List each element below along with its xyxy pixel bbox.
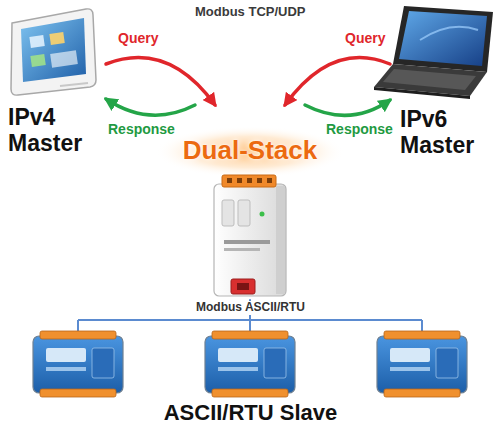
illustration-part (238, 200, 250, 226)
illustration-part (214, 184, 286, 296)
slave-group: ASCII/RTU Slave (20, 325, 481, 432)
illustration-part (30, 54, 45, 67)
slave-module (205, 331, 295, 397)
protocol-label: Modbus TCP/UDP (195, 5, 306, 20)
illustration-part (29, 35, 44, 48)
illustration-part (390, 348, 430, 362)
illustration-part (377, 336, 467, 393)
illustration-part (247, 178, 252, 183)
illustration-part (224, 248, 260, 251)
illustration-part (40, 331, 116, 339)
slave-module (33, 331, 123, 397)
edge-label: Query (118, 30, 158, 46)
illustration-part (33, 336, 123, 393)
illustration-part (218, 348, 258, 362)
illustration-part (436, 348, 458, 378)
illustration-part (264, 348, 286, 378)
illustration-part (260, 212, 265, 217)
laptop-icon (374, 6, 493, 99)
node-label: IPv6 Master (400, 106, 494, 159)
query-arrow (106, 58, 215, 105)
illustration-part (205, 336, 295, 393)
illustration-part (46, 367, 86, 371)
illustration-part (267, 178, 272, 183)
node-label: ASCII/RTU Slave (22, 400, 479, 425)
illustration-part (231, 279, 255, 294)
illustration-part (40, 389, 116, 397)
illustration-part (92, 348, 114, 378)
response-arrow (305, 100, 390, 115)
illustration-part (212, 389, 288, 397)
query-arrow (285, 58, 390, 105)
illustration-part (11, 9, 96, 95)
illustration-part (420, 27, 478, 40)
illustration-part (374, 87, 470, 99)
illustration-part (257, 178, 262, 183)
illustration-part (276, 186, 285, 294)
illustration-part (46, 348, 86, 362)
illustration-part (224, 240, 270, 244)
illustration-part (21, 18, 86, 82)
edge-label: Response (326, 121, 393, 137)
touch-panel-icon (11, 9, 96, 95)
master-device: IPv4 Master (4, 4, 106, 168)
illustration-part (227, 178, 232, 183)
illustration-part (421, 320, 423, 332)
illustration-part (384, 389, 460, 397)
illustration-part (399, 11, 487, 66)
gateway-device (214, 175, 286, 296)
response-arrow (106, 99, 195, 115)
node-label: Dual-Stack (172, 136, 328, 166)
illustration-part (390, 367, 430, 371)
illustration-part (50, 50, 78, 67)
gateway-node: Dual-Stack (170, 105, 330, 300)
illustration-part (393, 6, 493, 72)
illustration-part (222, 200, 234, 226)
edge-label: Modbus ASCII/RTU (193, 301, 308, 315)
illustration-part (383, 69, 476, 90)
illustration-part (384, 331, 460, 339)
illustration-part (222, 175, 276, 187)
illustration-part (212, 331, 288, 339)
edge-label: Query (345, 30, 385, 46)
master-device: IPv6 Master (390, 4, 496, 168)
illustration-part (49, 32, 64, 45)
orange-glow (155, 126, 345, 178)
illustration-part (60, 83, 88, 86)
illustration-part (218, 367, 258, 371)
node-label: IPv4 Master (8, 104, 104, 157)
slave-module (377, 331, 467, 397)
illustration-part (77, 320, 79, 332)
edge-label: Response (108, 121, 175, 137)
illustration-part (237, 283, 249, 290)
illustration-part (237, 178, 242, 183)
